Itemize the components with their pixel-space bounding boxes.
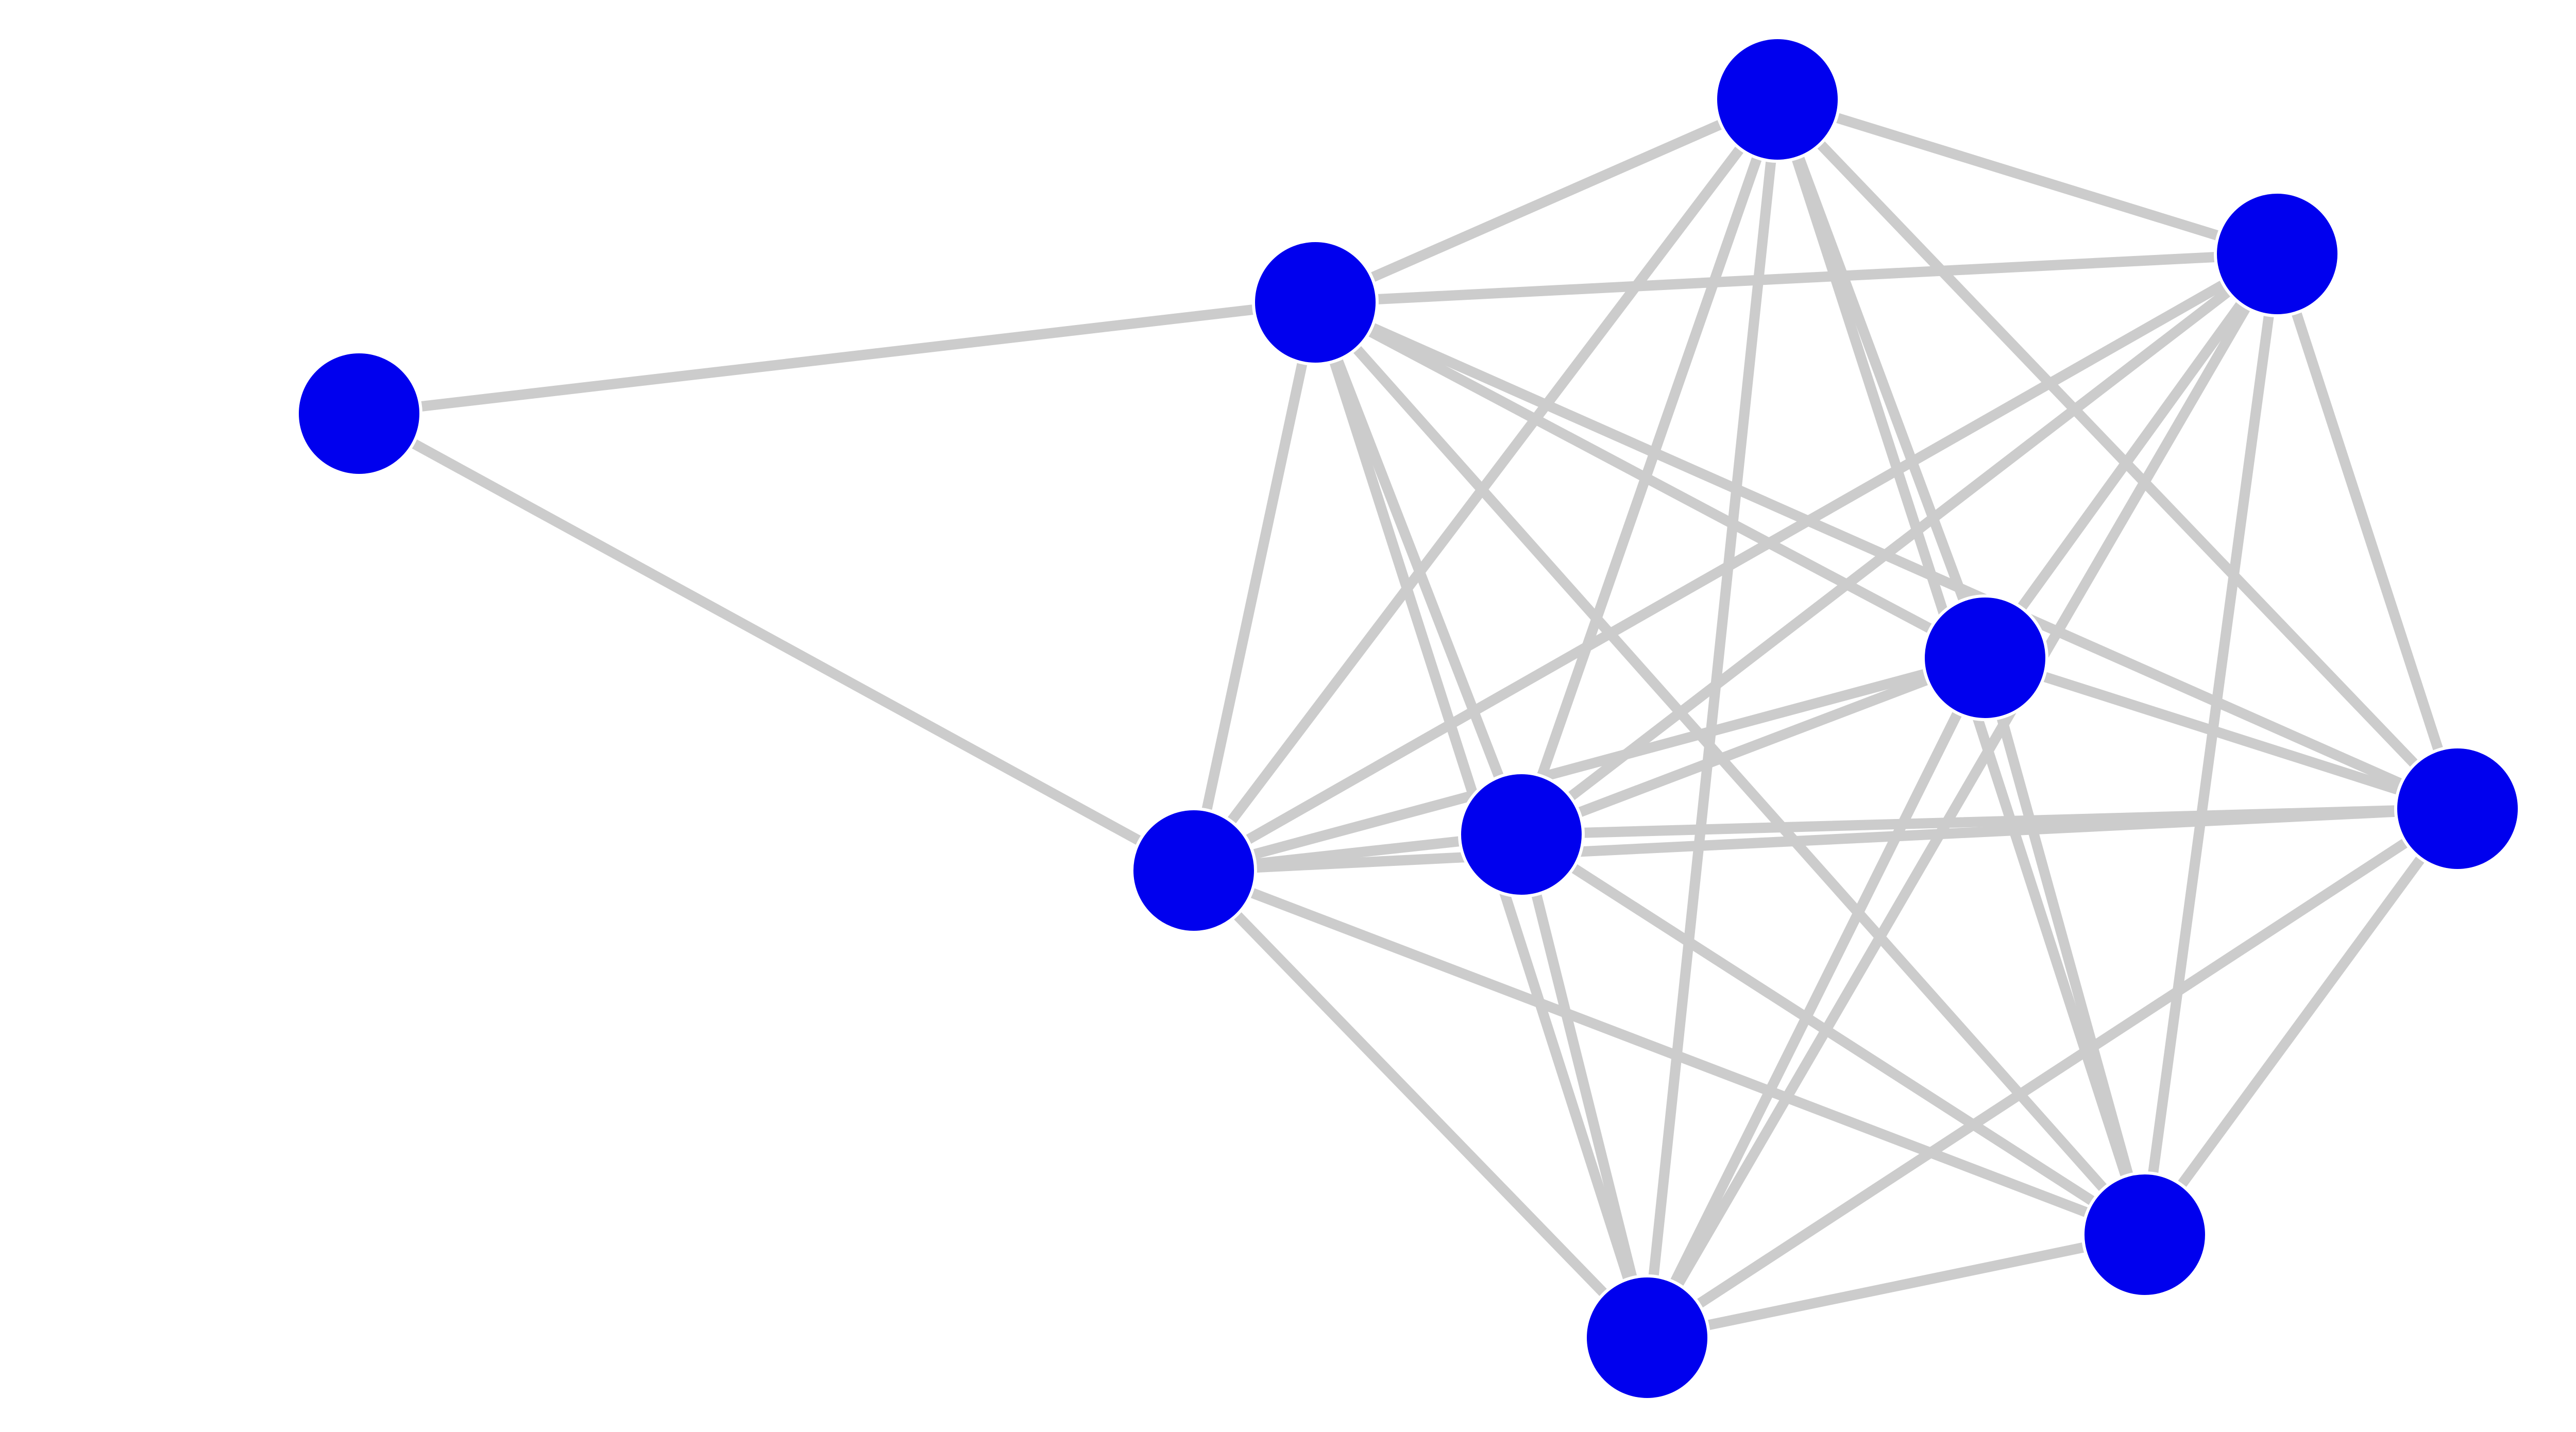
node-n5[interactable] [2214,191,2341,317]
nodes-layer [296,36,2521,1401]
edge-n5-n9 [2140,249,2282,1240]
edge-n7-n9 [1516,829,2150,1240]
edge-n9-n10 [1642,1230,2150,1343]
edge-n3-n4 [1310,94,1783,308]
edge-n5-n7 [1516,249,2282,840]
edge-n1-n3 [354,297,1320,419]
edge-n2-n5 [1189,249,2282,876]
edge-n4-n8 [1772,94,2463,814]
edge-n2-n3 [1189,297,1320,876]
edge-n5-n8 [2272,249,2463,814]
edge-n7-n10 [1516,829,1652,1343]
node-n3[interactable] [1252,239,1379,366]
node-n9[interactable] [2081,1171,2208,1298]
edge-n3-n9 [1310,297,2150,1240]
edge-n2-n6 [1189,653,1990,876]
edge-n4-n7 [1516,94,1783,840]
node-n6[interactable] [1922,594,2048,721]
edge-n2-n4 [1189,94,1783,876]
edge-n2-n9 [1189,865,2150,1240]
edge-n4-n10 [1642,94,1783,1343]
edge-n6-n10 [1642,653,1990,1343]
node-n7[interactable] [1458,771,1585,898]
edge-n7-n8 [1516,804,2463,840]
edge-n3-n7 [1310,297,1527,840]
edge-n6-n7 [1516,653,1990,840]
node-n8[interactable] [2394,745,2521,872]
edge-n6-n9 [1980,653,2150,1240]
node-n2[interactable] [1130,807,1257,934]
node-n10[interactable] [1584,1274,1710,1401]
edge-n1-n2 [354,408,1199,876]
edge-n8-n9 [2140,804,2463,1240]
edge-n2-n10 [1189,865,1652,1343]
edge-n4-n5 [1772,94,2282,259]
edge-n5-n6 [1980,249,2282,663]
node-n4[interactable] [1714,36,1841,163]
edge-n3-n5 [1310,249,2282,308]
edge-n8-n10 [1642,804,2463,1343]
node-n1[interactable] [296,350,422,477]
edge-n5-n10 [1642,249,2282,1343]
edge-n6-n8 [1980,653,2463,814]
